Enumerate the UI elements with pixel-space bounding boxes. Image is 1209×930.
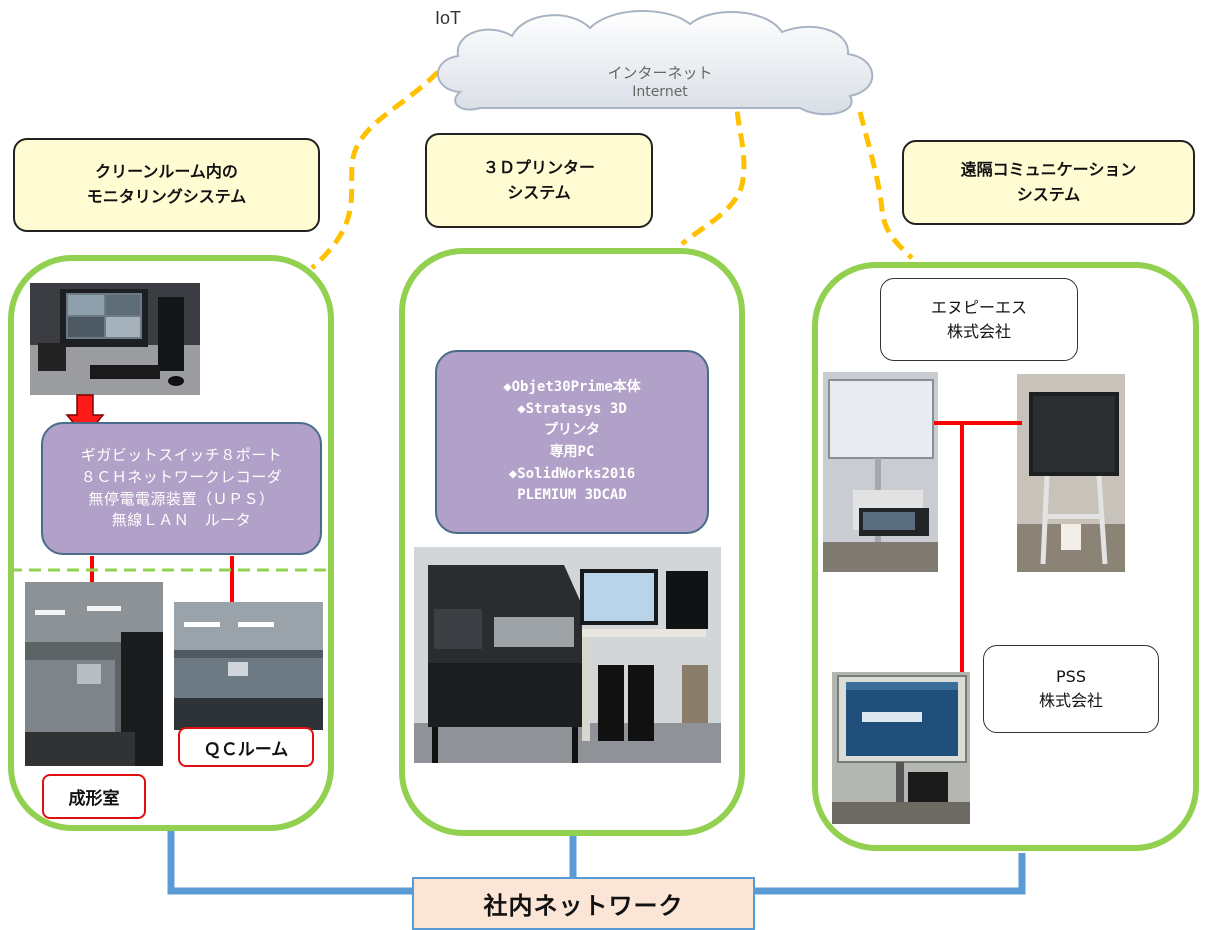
internal-network-box: 社内ネットワーク — [412, 877, 755, 930]
company-pss-line1: PSS — [1056, 667, 1086, 686]
photo-electronic-whiteboard — [823, 372, 938, 572]
dashed-link-left — [310, 70, 440, 270]
photo-solidworks-display — [832, 672, 970, 824]
header-remote-line2: システム — [1016, 184, 1081, 204]
spec-line: ◆SolidWorks2016 — [508, 465, 636, 482]
company-nps-box: エヌピーエス 株式会社 — [880, 278, 1078, 361]
dashed-link-center — [680, 89, 747, 246]
iot-label: IoT — [435, 8, 462, 28]
header-remote-line1: 遠隔コミュニケーション — [960, 159, 1137, 179]
equipment-line: 無線ＬＡＮ ルータ — [111, 511, 252, 530]
photo-molding-room — [25, 582, 163, 766]
equipment-line: ギガビットスイッチ８ポート — [80, 446, 283, 464]
header-monitoring-system: クリーンルーム内の モニタリングシステム — [13, 138, 320, 232]
left-panel-links — [10, 556, 334, 602]
equipment-line: ８ＣＨネットワークレコーダ — [80, 467, 283, 486]
company-pss-box: PSS 株式会社 — [983, 645, 1159, 733]
equipment-line: 無停電電源装置（ＵＰＳ） — [88, 489, 275, 508]
spec-line: プリンタ — [544, 422, 600, 439]
photo-3d-printer — [414, 547, 721, 763]
header-3d-printer-system: ３Ｄプリンター システム — [425, 133, 653, 228]
printer-spec-box: ◆Objet30Prime本体 ◆Stratasys 3D プリンタ 専用PC … — [435, 350, 709, 534]
company-nps-line2: 株式会社 — [946, 321, 1011, 341]
network-line-right — [754, 853, 1026, 895]
spec-line: ◆Objet30Prime本体 — [503, 378, 641, 395]
spec-line: 専用PC — [549, 444, 595, 460]
company-pss-line2: 株式会社 — [1038, 691, 1103, 710]
label-qc-room: ＱＣルーム — [178, 727, 314, 767]
label-molding-room: 成形室 — [42, 774, 146, 819]
header-remote-communication-system: 遠隔コミュニケーション システム — [902, 140, 1195, 225]
internet-dashed-links — [310, 70, 914, 270]
right-panel-links — [934, 421, 1022, 679]
photo-qc-room — [174, 602, 323, 730]
network-lines — [167, 830, 1026, 895]
equipment-list-box: ギガビットスイッチ８ポート ８ＣＨネットワークレコーダ 無停電電源装置（ＵＰＳ）… — [41, 422, 322, 555]
header-monitoring-line1: クリーンルーム内の — [95, 162, 238, 182]
header-monitoring-line2: モニタリングシステム — [86, 187, 247, 206]
company-nps-line1: エヌピーエス — [930, 297, 1027, 317]
spec-line: PLEMIUM 3DCAD — [517, 487, 627, 504]
header-3d-printer-line2: システム — [507, 182, 571, 202]
cloud-label-en: Internet — [632, 84, 688, 100]
internet-cloud — [437, 9, 874, 116]
spec-line: ◆Stratasys 3D — [517, 400, 627, 417]
dashed-link-right — [857, 111, 914, 260]
header-3d-printer-line1: ３Ｄプリンター — [482, 157, 595, 177]
photo-display-board — [1017, 374, 1125, 572]
cloud-label-jp: インターネット — [607, 64, 713, 82]
network-line-left — [167, 830, 412, 895]
photo-monitoring-pc — [30, 283, 200, 395]
